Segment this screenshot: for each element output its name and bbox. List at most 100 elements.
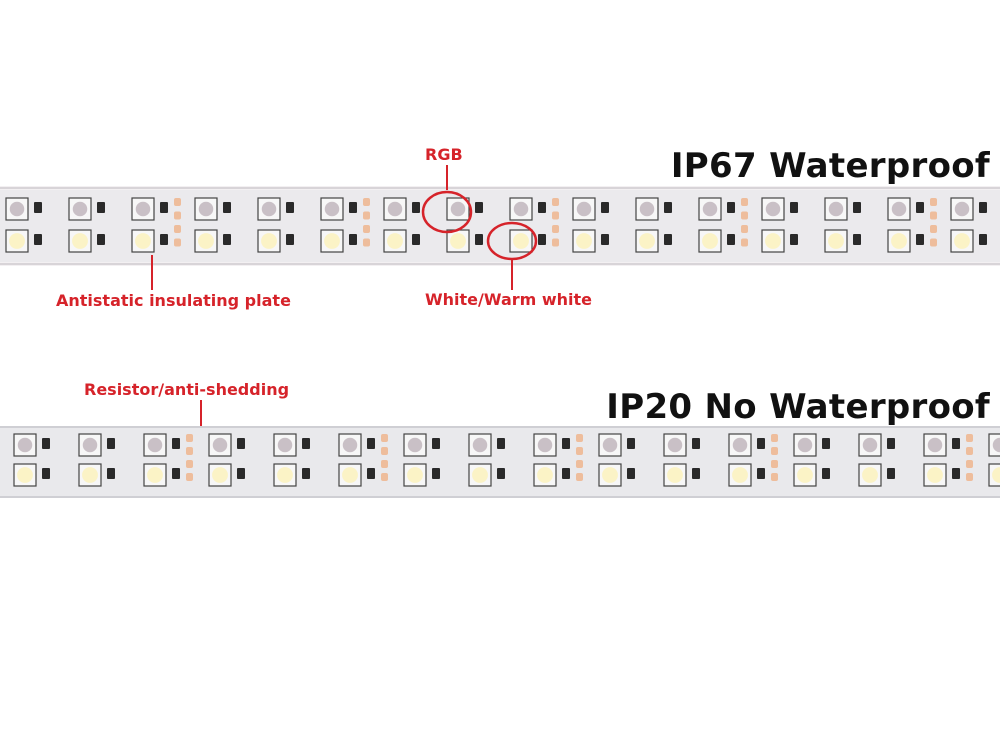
resistor xyxy=(790,234,798,245)
led-rgb-lens xyxy=(702,201,718,217)
led-unit xyxy=(194,197,231,253)
led-rgb-lens xyxy=(324,201,340,217)
led-unit xyxy=(887,197,937,253)
resistor-label: Resistor/anti-shedding xyxy=(84,380,290,399)
led-unit xyxy=(446,197,483,253)
copper-pad xyxy=(174,225,181,233)
resistor xyxy=(160,234,168,245)
led-rgb-lens xyxy=(732,437,748,453)
led-white-lens xyxy=(9,233,25,249)
resistor xyxy=(727,202,735,213)
led-rgb-lens xyxy=(147,437,163,453)
led-white-lens xyxy=(667,467,683,483)
resistor xyxy=(42,468,50,479)
resistor xyxy=(692,468,700,479)
resistor xyxy=(664,234,672,245)
antistatic-label: Antistatic insulating plate xyxy=(56,291,291,310)
led-white-lens xyxy=(732,467,748,483)
led-unit xyxy=(383,197,420,253)
resistor xyxy=(664,202,672,213)
led-unit xyxy=(403,433,440,487)
led-rgb-lens xyxy=(407,437,423,453)
led-white-lens xyxy=(407,467,423,483)
led-rgb-lens xyxy=(576,201,592,217)
resistor xyxy=(627,438,635,449)
resistor xyxy=(562,468,570,479)
led-white-lens xyxy=(992,467,1000,483)
led-white-lens xyxy=(862,467,878,483)
ip67-title: IP67 Waterproof xyxy=(670,146,990,186)
copper-pad xyxy=(552,225,559,233)
resistor xyxy=(432,468,440,479)
led-unit xyxy=(13,433,50,487)
copper-pad xyxy=(186,460,193,468)
copper-pad xyxy=(186,434,193,442)
led-rgb-lens xyxy=(862,437,878,453)
led-unit xyxy=(728,433,778,487)
resistor xyxy=(916,202,924,213)
resistor xyxy=(172,468,180,479)
led-rgb-lens xyxy=(212,437,228,453)
led-rgb-lens xyxy=(198,201,214,217)
led-rgb-lens xyxy=(639,201,655,217)
led-rgb-lens xyxy=(927,437,943,453)
led-rgb-lens xyxy=(828,201,844,217)
resistor xyxy=(223,202,231,213)
copper-pad xyxy=(174,238,181,247)
resistor xyxy=(727,234,735,245)
resistor xyxy=(853,234,861,245)
copper-pad xyxy=(576,473,583,481)
copper-pad xyxy=(741,198,748,206)
copper-pad xyxy=(174,198,181,206)
led-white-lens xyxy=(198,233,214,249)
resistor xyxy=(286,234,294,245)
resistor xyxy=(790,202,798,213)
led-white-lens xyxy=(891,233,907,249)
led-white-lens xyxy=(828,233,844,249)
led-white-lens xyxy=(702,233,718,249)
led-white-lens xyxy=(324,233,340,249)
led-unit xyxy=(320,197,370,253)
led-unit xyxy=(468,433,505,487)
resistor xyxy=(757,468,765,479)
led-unit xyxy=(572,197,609,253)
copper-pad xyxy=(771,460,778,468)
resistor xyxy=(302,468,310,479)
copper-pad xyxy=(576,460,583,468)
resistor xyxy=(349,202,357,213)
led-unit xyxy=(635,197,672,253)
resistor xyxy=(475,202,483,213)
led-rgb-lens xyxy=(667,437,683,453)
led-white-lens xyxy=(537,467,553,483)
copper-pad xyxy=(381,473,388,481)
resistor xyxy=(367,438,375,449)
resistor xyxy=(538,234,546,245)
white-highlight-ring xyxy=(486,221,538,261)
rgb-highlight-ring xyxy=(421,190,473,234)
led-rgb-lens xyxy=(513,201,529,217)
resistor xyxy=(853,202,861,213)
led-white-lens xyxy=(576,233,592,249)
copper-pad xyxy=(363,198,370,206)
led-white-lens xyxy=(639,233,655,249)
copper-pad xyxy=(771,473,778,481)
copper-pad xyxy=(576,447,583,455)
resistor xyxy=(367,468,375,479)
resistor xyxy=(887,468,895,479)
led-white-lens xyxy=(212,467,228,483)
resistor xyxy=(237,468,245,479)
resistor xyxy=(497,438,505,449)
resistor xyxy=(172,438,180,449)
led-white-lens xyxy=(513,233,529,249)
led-rgb-lens xyxy=(135,201,151,217)
led-unit xyxy=(509,197,559,253)
resistor xyxy=(822,438,830,449)
copper-pad xyxy=(771,447,778,455)
resistor xyxy=(160,202,168,213)
resistor xyxy=(97,234,105,245)
copper-pad xyxy=(930,238,937,247)
rgb-label: RGB xyxy=(425,145,463,164)
led-rgb-lens xyxy=(954,201,970,217)
led-white-lens xyxy=(387,233,403,249)
led-white-lens xyxy=(261,233,277,249)
